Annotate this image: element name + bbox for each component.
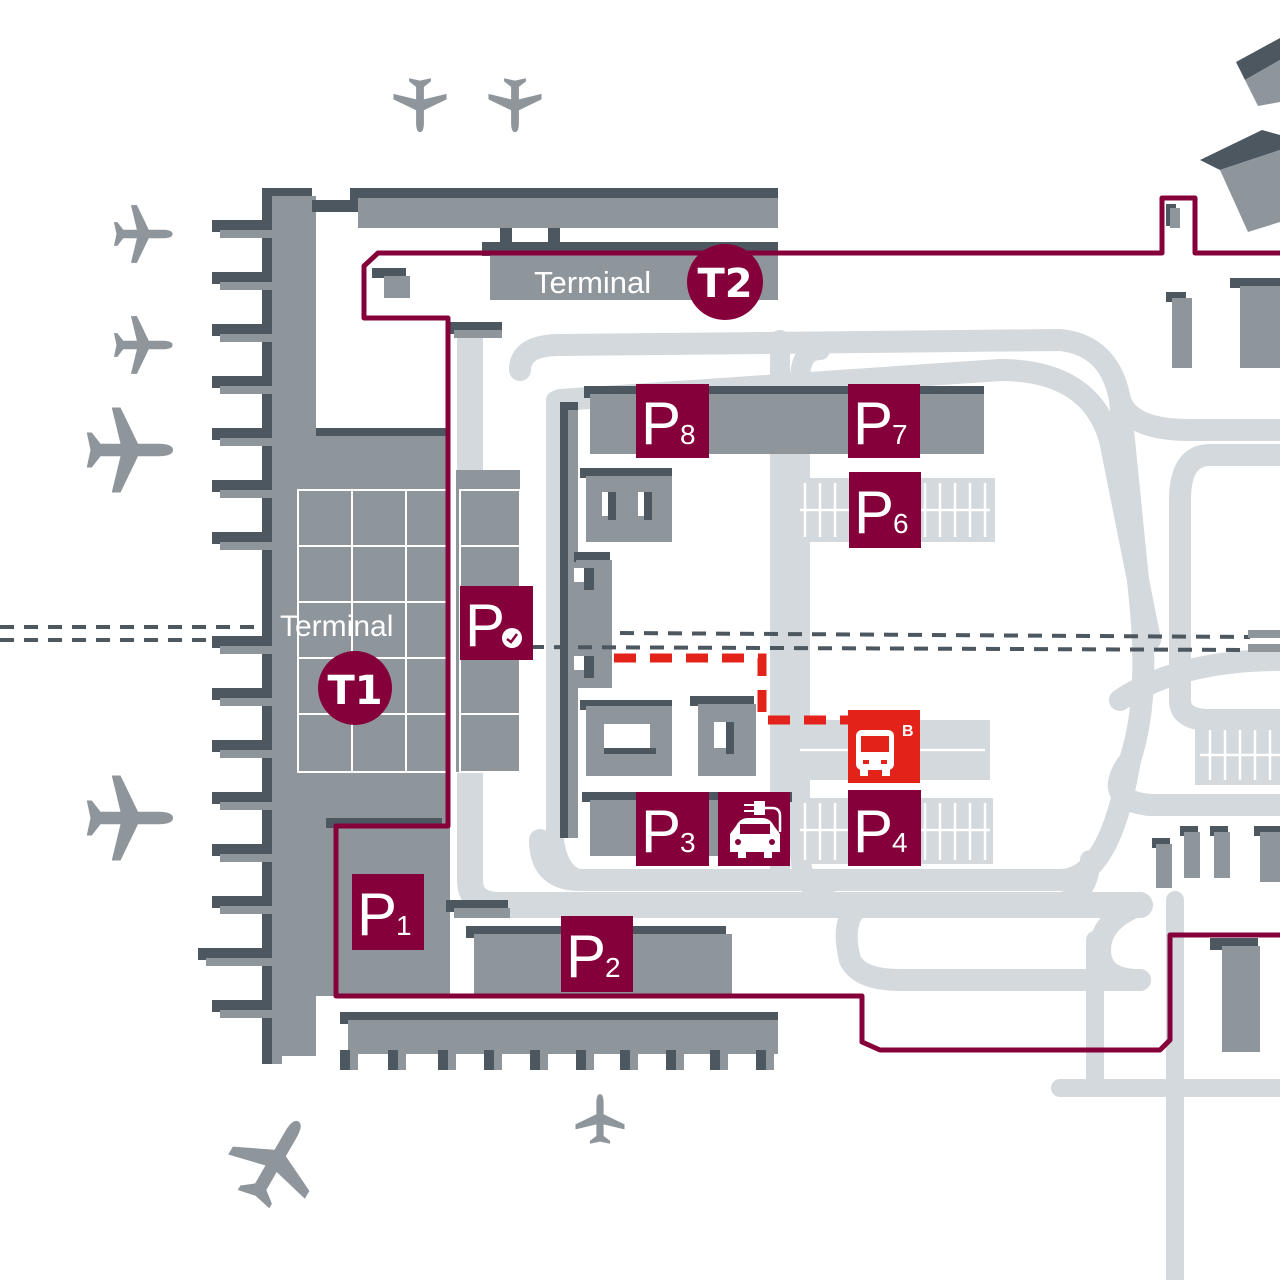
terminal-1-badge[interactable] bbox=[318, 651, 392, 725]
svg-text:4: 4 bbox=[892, 827, 908, 858]
airplane-icon bbox=[575, 1094, 625, 1144]
rail-lines bbox=[0, 625, 1280, 652]
svg-text:P: P bbox=[641, 390, 681, 457]
gates-left bbox=[198, 220, 272, 1018]
terminal-1-label: Terminal T1 bbox=[280, 610, 393, 725]
airplane-icon bbox=[113, 205, 173, 263]
airplane-icon bbox=[86, 407, 173, 493]
parking-sign-p6[interactable]: P 6 bbox=[849, 472, 921, 548]
airplane-icon bbox=[113, 316, 173, 374]
airplane-icon bbox=[488, 78, 542, 133]
terminal-2-badge-text: T2 bbox=[697, 261, 752, 307]
svg-text:7: 7 bbox=[892, 419, 908, 450]
svg-text:1: 1 bbox=[396, 910, 412, 941]
parking-sign-p4[interactable]: P 4 bbox=[848, 790, 921, 866]
gates-bottom bbox=[262, 1050, 774, 1070]
terminal-1-badge-text: T1 bbox=[327, 668, 382, 714]
right-buildings bbox=[1152, 38, 1280, 1052]
terminal-1-text: Terminal bbox=[280, 610, 393, 643]
svg-text:P: P bbox=[853, 390, 893, 457]
parking-sign-p2[interactable]: P 2 bbox=[561, 916, 633, 992]
bus-stop-letter: B bbox=[902, 723, 914, 740]
svg-text:6: 6 bbox=[893, 508, 909, 539]
terminal-2-badge[interactable] bbox=[687, 244, 763, 320]
clock-icon bbox=[502, 628, 522, 648]
svg-text:P: P bbox=[357, 881, 397, 948]
airplane-icon bbox=[86, 775, 173, 861]
parking-sign-short-term[interactable]: P bbox=[460, 586, 533, 660]
walkway-to-bus bbox=[614, 653, 848, 725]
svg-text:P: P bbox=[641, 798, 681, 865]
parking-sign-p8[interactable]: P 8 bbox=[636, 384, 709, 458]
parking-sign-p7[interactable]: P 7 bbox=[848, 384, 920, 458]
ev-charging-car-icon bbox=[730, 801, 782, 858]
svg-text:8: 8 bbox=[680, 419, 696, 450]
terminal-2-text: Terminal bbox=[534, 265, 651, 300]
airplane-icon bbox=[393, 78, 447, 133]
parking-sign-p1[interactable]: P 1 bbox=[352, 874, 424, 950]
svg-text:P: P bbox=[853, 798, 893, 865]
bus-icon bbox=[856, 730, 894, 776]
svg-text:3: 3 bbox=[680, 827, 696, 858]
parking-sign-p3[interactable]: P 3 bbox=[636, 792, 709, 866]
svg-text:P: P bbox=[465, 592, 505, 659]
airplane-icon bbox=[215, 1099, 337, 1222]
bus-stop-sign[interactable]: B bbox=[848, 710, 920, 783]
svg-text:2: 2 bbox=[605, 952, 621, 983]
terminal-2-label: Terminal T2 bbox=[534, 244, 763, 320]
svg-text:P: P bbox=[566, 923, 606, 990]
ev-charging-sign[interactable] bbox=[718, 792, 790, 866]
terminal-access-route bbox=[333, 195, 1280, 1053]
svg-text:P: P bbox=[854, 479, 894, 546]
